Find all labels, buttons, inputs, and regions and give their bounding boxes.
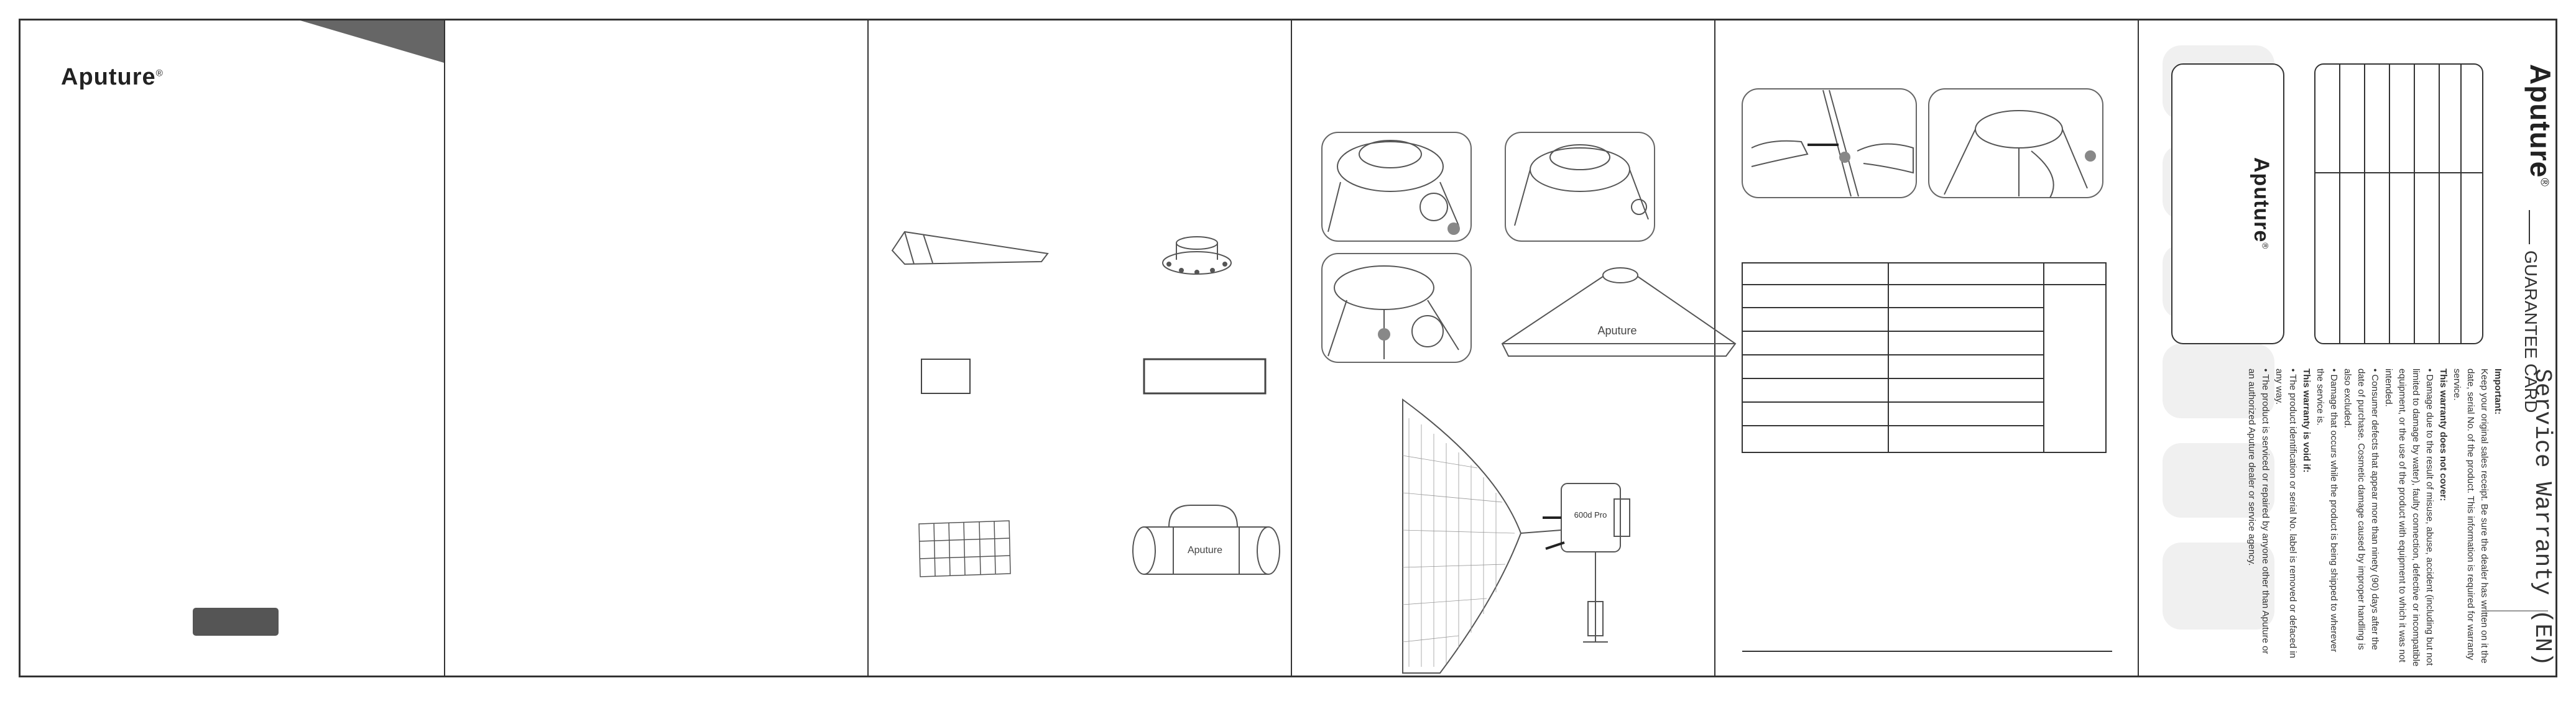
cover-panel: Aputure® <box>21 21 444 676</box>
carry-bag-icon <box>1132 505 1280 575</box>
stub-logo-text: Aputure <box>2250 157 2273 243</box>
step-2-illustration <box>1514 144 1649 226</box>
cover-tab <box>193 608 279 636</box>
registered-mark: ® <box>155 68 164 79</box>
brand-logo: Aputure® <box>61 64 164 91</box>
assembly-illustrations: Aputure 600d Pr <box>1321 132 1737 674</box>
outer-diffuser-icon <box>1143 358 1267 395</box>
cover-graphics <box>193 21 444 636</box>
warranty-registered-mark: ® <box>2538 178 2552 187</box>
grid-icon <box>918 520 1011 577</box>
softbox-logo-text: Aputure <box>1597 324 1637 337</box>
install-frame-1 <box>1742 88 1917 198</box>
step-3-illustration <box>1327 265 1459 359</box>
inner-diffuser-icon <box>921 359 971 394</box>
fold-line <box>1291 21 1292 676</box>
void-item-text: The product identification or serial No.… <box>2274 369 2298 659</box>
install-step-1-illustration <box>1751 89 1914 197</box>
warranty-logo: Aputure® <box>2524 64 2557 187</box>
brand-logo-text: Aputure <box>61 64 156 90</box>
void-item-text: The product is serviced or repaired by a… <box>2246 369 2271 654</box>
assembly-panel: Aputure 600d Pr <box>1291 21 1737 676</box>
fold-line <box>444 21 445 676</box>
spec-graphics <box>1742 88 2112 652</box>
manual-sheet: Aputure® <box>19 19 2557 677</box>
not-cover-item: • Damage due to the result of misuse, ab… <box>2383 369 2435 667</box>
step-frame-2 <box>1505 132 1655 242</box>
light-model-text: 600d Pro <box>1574 510 1607 520</box>
assembled-softbox-illustration <box>1501 267 1737 357</box>
warranty-title: Service Warranty (EN) <box>2529 369 2555 666</box>
warranty-graphics <box>2163 45 2548 630</box>
corner-triangle <box>300 21 444 63</box>
important-heading: Important: <box>2493 369 2503 415</box>
warranty-form-grid <box>2314 63 2483 344</box>
folded-softbox-icon <box>891 231 1049 265</box>
bag-logo-text: Aputure <box>1188 545 1222 556</box>
spec-panel <box>1714 21 2138 676</box>
warranty-stub <box>2171 63 2284 344</box>
spec-table <box>1742 262 2107 453</box>
install-frame-2 <box>1928 88 2103 198</box>
warranty-panel: Aputure® Aputure® GUARANTEE CARD Service… <box>2138 21 2557 676</box>
not-cover-item-text: Damage due to the result of misuse, abus… <box>2383 369 2435 667</box>
step-frame-3 <box>1321 253 1472 363</box>
stub-logo: Aputure® <box>2249 157 2273 249</box>
speed-ring-icon <box>1162 236 1232 275</box>
fold-line <box>2138 21 2139 676</box>
contents-illustrations: Aputure <box>891 231 1280 577</box>
warranty-text: Important: Keep your original sales rece… <box>2245 369 2504 667</box>
warranty-logo-text: Aputure <box>2524 64 2557 178</box>
fold-line <box>867 21 869 676</box>
contents-panel: Aputure <box>867 21 1291 676</box>
not-cover-item-text: Consumer defects that appear more than n… <box>2342 369 2380 650</box>
step-1-illustration <box>1327 140 1460 235</box>
install-step-2-illustration <box>1944 110 2096 198</box>
stub-registered-mark: ® <box>2260 242 2270 250</box>
void-item: • The product identification or serial N… <box>2274 369 2298 659</box>
grid-pattern <box>1402 418 1515 667</box>
not-cover-item: • Consumer defects that appear more than… <box>2342 369 2380 650</box>
not-cover-heading: This warranty does not cover: <box>2438 369 2449 502</box>
softbox-with-light-illustration <box>1402 398 1630 674</box>
blank-panel <box>444 21 867 676</box>
not-cover-item-text: Damage that occurs while the product is … <box>2315 369 2339 653</box>
important-text: Keep your original sales receipt. Be sur… <box>2452 369 2490 664</box>
void-item: • The product is serviced or repaired by… <box>2246 369 2271 654</box>
not-cover-item: • Damage that occurs while the product i… <box>2315 369 2339 653</box>
step-frame-1 <box>1321 132 1472 242</box>
fold-line <box>1714 21 1715 676</box>
void-heading: This warranty is void if: <box>2301 369 2312 473</box>
